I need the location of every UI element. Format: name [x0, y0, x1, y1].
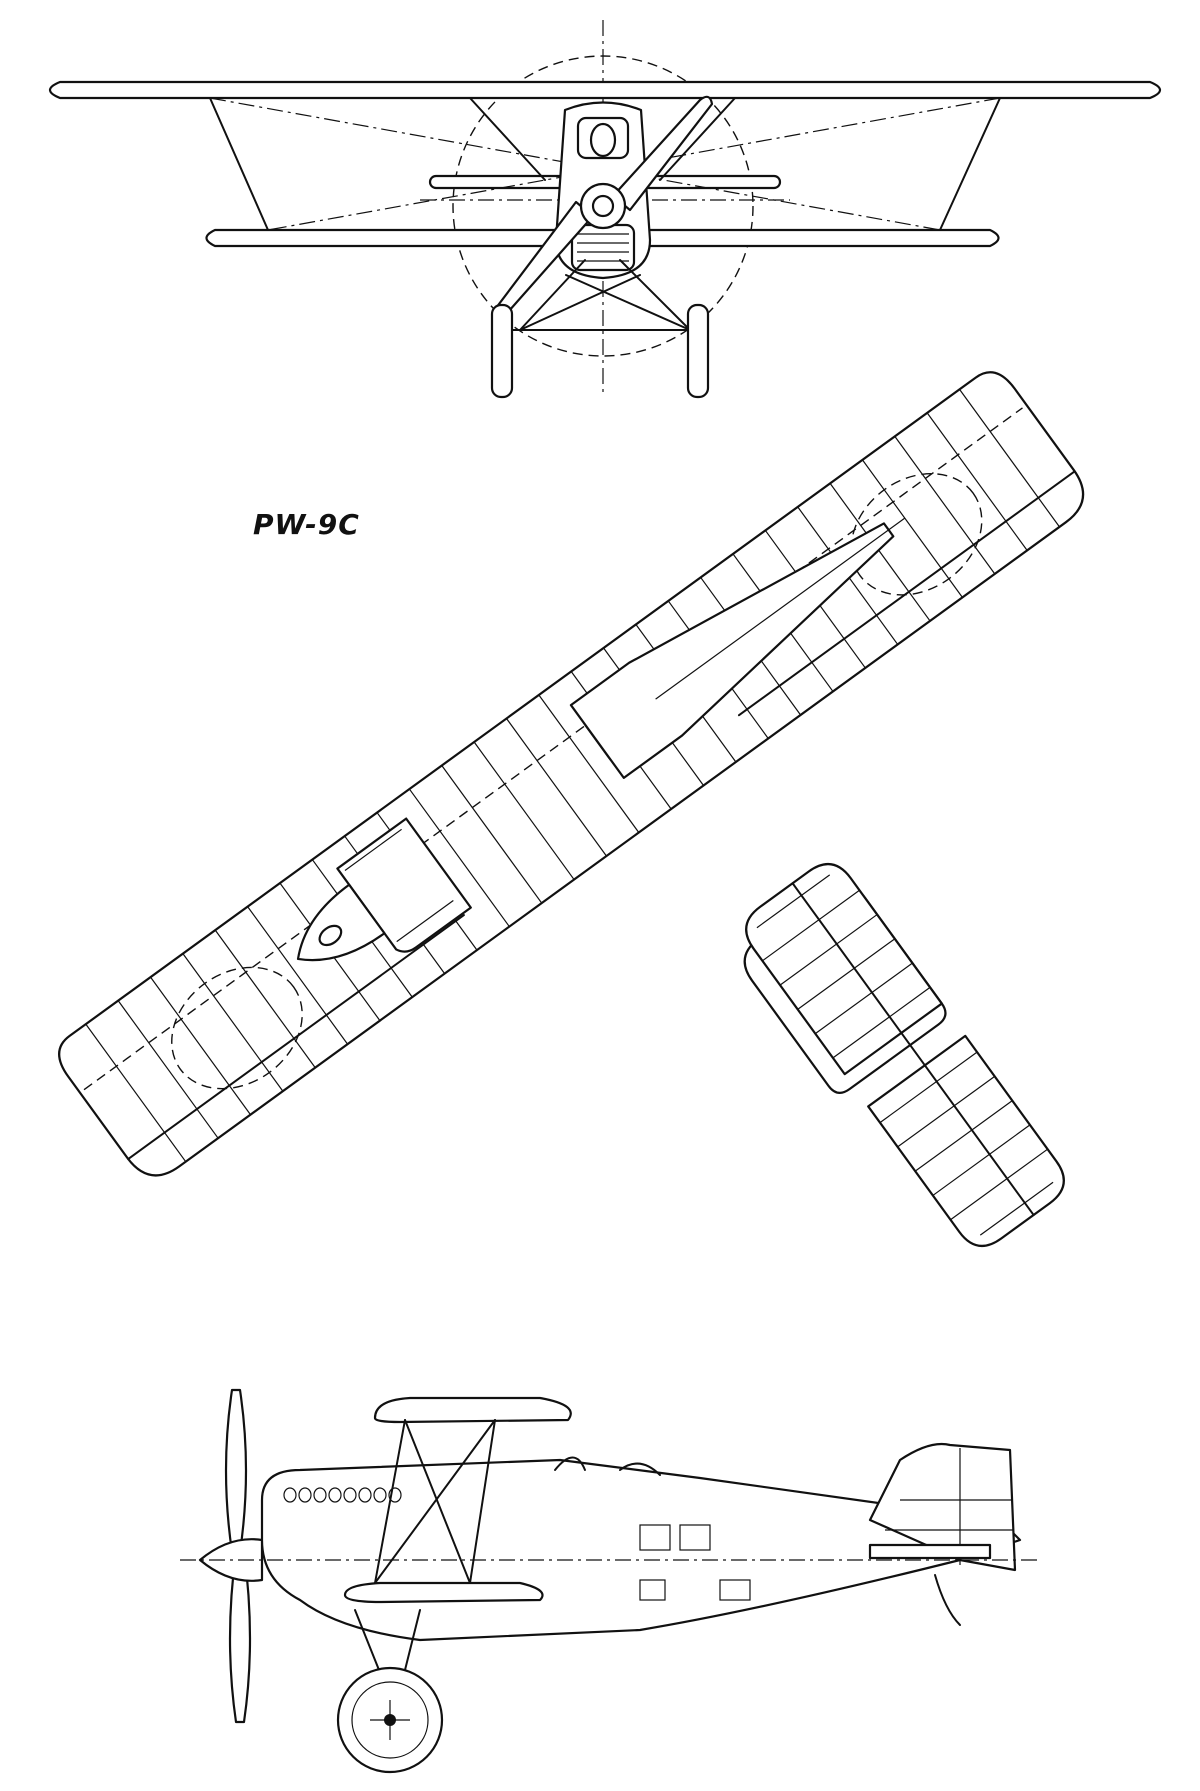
- aircraft-designation: PW-9C: [253, 508, 360, 541]
- front-view: [48, 20, 1162, 399]
- plan-view: [58, 371, 1085, 1247]
- side-view: [180, 1388, 1040, 1774]
